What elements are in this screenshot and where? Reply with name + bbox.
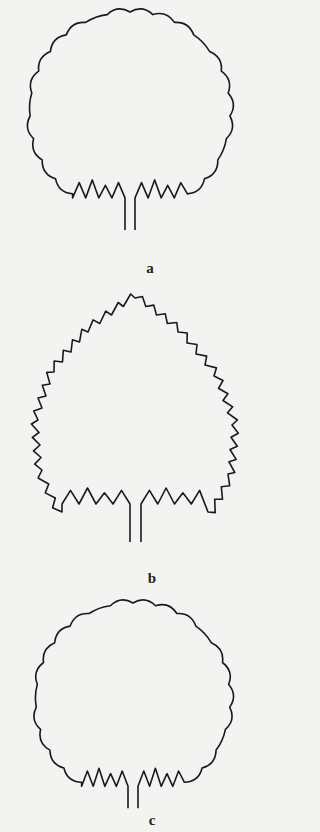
- scalloped-outline: [34, 600, 234, 808]
- serrated-outline: [31, 294, 238, 542]
- figure-label: b: [148, 571, 156, 586]
- figure-label: a: [146, 261, 154, 276]
- figure-label: c: [149, 813, 156, 828]
- scalloped-outline: [27, 9, 233, 230]
